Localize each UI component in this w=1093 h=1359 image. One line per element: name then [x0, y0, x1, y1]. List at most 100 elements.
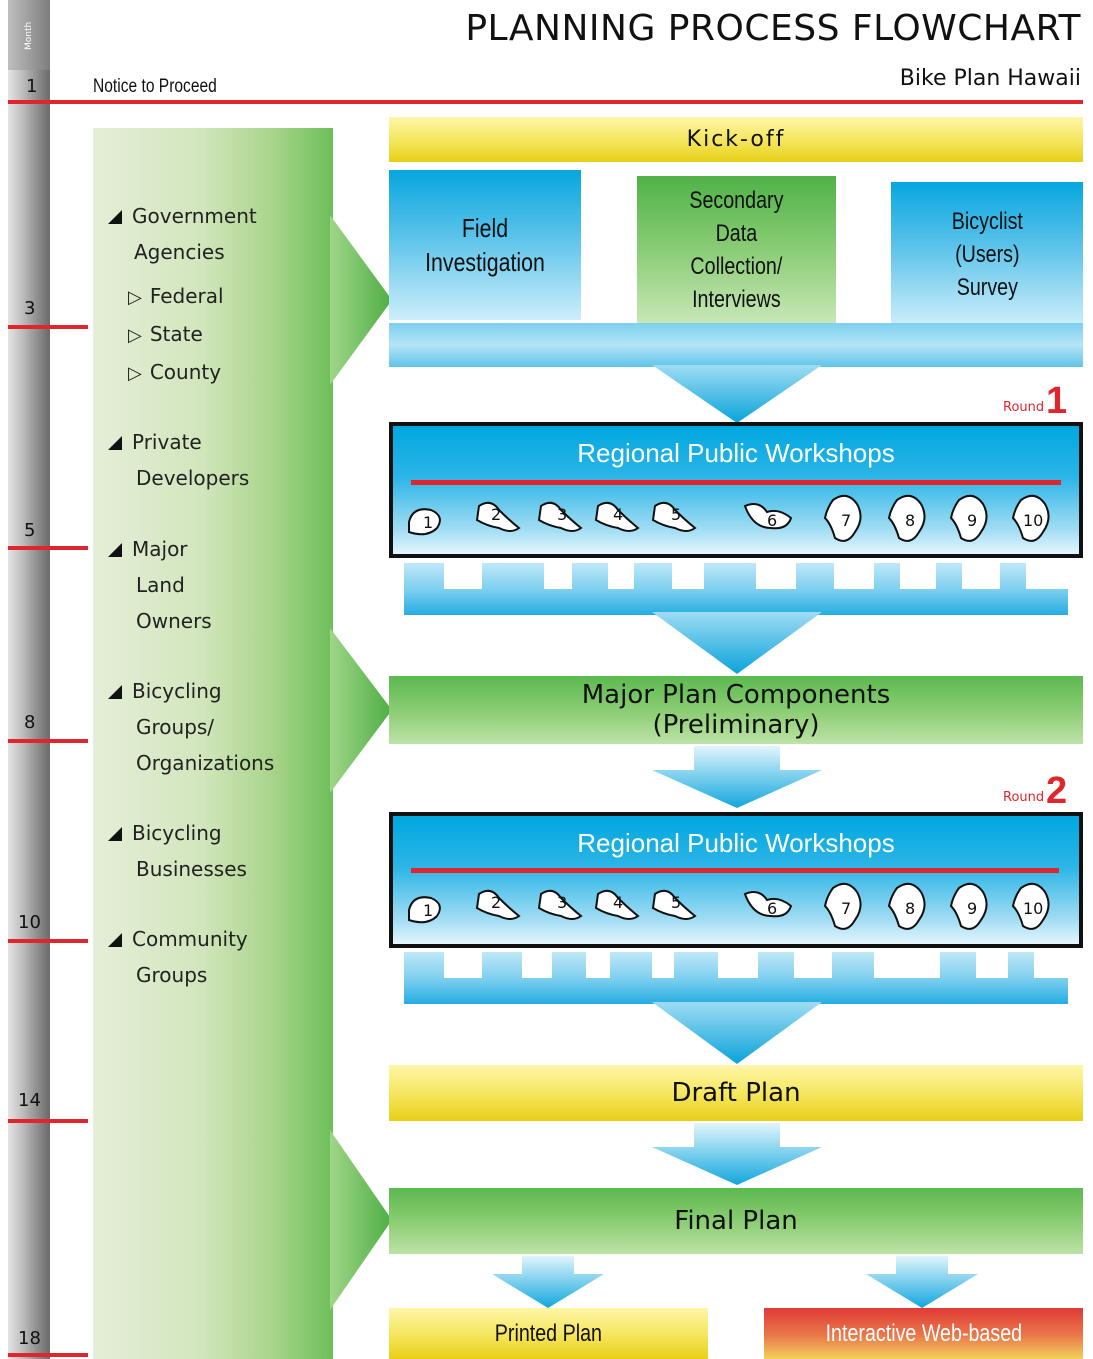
blue-arrow-5	[652, 1123, 822, 1185]
island-5: 5	[671, 893, 681, 912]
island-6: 6	[767, 511, 777, 530]
secondary-line-3: Collection/	[690, 252, 783, 280]
owners-label: Owners	[136, 609, 212, 633]
blue-arrow-1	[652, 365, 822, 423]
stakeholder-land-owners: Major Land Owners	[108, 531, 212, 639]
bicycling-label: Bicycling	[132, 679, 222, 703]
triangle-bullet-icon	[108, 436, 122, 450]
green-arrow-1	[330, 215, 392, 385]
draft-plan-box: Draft Plan	[389, 1065, 1083, 1121]
businesses-label: Businesses	[136, 857, 247, 881]
merge-comb-1	[404, 563, 1068, 615]
major-line-2: (Preliminary)	[652, 710, 820, 740]
month-label: Month	[24, 21, 34, 50]
island-8: 8	[905, 511, 915, 530]
agencies-label: Agencies	[134, 240, 225, 264]
workshop-box-round-2: Regional Public Workshops 1 2 3 4 5 6 7 …	[389, 812, 1083, 948]
month-line-5	[8, 546, 88, 550]
month-line-14	[8, 1119, 88, 1123]
green-arrow-2	[330, 628, 392, 793]
private-label: Private	[132, 430, 202, 454]
workshop-title: Regional Public Workshops	[577, 828, 895, 858]
survey-line-3: Survey	[956, 273, 1018, 301]
island-2: 2	[491, 505, 501, 524]
printed-plan-box: Printed Plan	[389, 1308, 708, 1359]
month-line-10	[8, 939, 88, 943]
workshop-red-line	[411, 480, 1061, 485]
blue-arrow-web	[866, 1256, 978, 1308]
month-5: 5	[24, 520, 36, 541]
island-7: 7	[841, 899, 851, 918]
developers-label: Developers	[136, 466, 250, 490]
bicycling-label: Bicycling	[132, 821, 222, 845]
page-subtitle: Bike Plan Hawaii	[899, 66, 1081, 91]
island-9: 9	[967, 511, 977, 530]
island-4: 4	[613, 505, 623, 524]
island-10: 10	[1023, 511, 1043, 530]
month-line-18	[8, 1353, 88, 1357]
island-3: 3	[557, 893, 567, 912]
page-title: PLANNING PROCESS FLOWCHART	[465, 8, 1081, 49]
notice-to-proceed-label: Notice to Proceed	[93, 76, 217, 97]
community-groups-label: Groups	[136, 963, 208, 987]
island-7: 7	[841, 511, 851, 530]
blue-arrow-4	[652, 1002, 822, 1064]
stakeholder-bicycling-businesses: Bicycling Businesses	[108, 815, 247, 887]
island-6: 6	[767, 899, 777, 918]
kickoff-box: Kick-off	[389, 117, 1083, 162]
secondary-data-box: Secondary Data Collection/ Interviews	[637, 176, 836, 323]
month-line-8	[8, 739, 88, 743]
island-row: 1 2 3 4 5 6 7 8 9 10	[393, 492, 1079, 554]
blue-arrow-2	[652, 612, 822, 674]
round-2-number: 2	[1046, 770, 1068, 812]
triangle-bullet-icon	[108, 543, 122, 557]
blue-arrow-3	[652, 746, 822, 808]
island-1: 1	[423, 513, 433, 532]
merge-band-1	[389, 323, 1083, 367]
month-1: 1	[26, 76, 38, 97]
island-9: 9	[967, 899, 977, 918]
secondary-line-4: Interviews	[692, 285, 781, 313]
island-5: 5	[671, 505, 681, 524]
major-line-1: Major Plan Components	[581, 680, 891, 710]
government-label: Government	[132, 204, 257, 228]
island-8: 8	[905, 899, 915, 918]
outline-triangle-icon: ▷	[128, 325, 142, 346]
month-3: 3	[24, 298, 36, 319]
major-label: Major	[132, 537, 188, 561]
triangle-bullet-icon	[108, 827, 122, 841]
final-plan-box: Final Plan	[389, 1188, 1083, 1254]
month-18: 18	[18, 1328, 41, 1349]
month-timeline-bar	[8, 0, 50, 1359]
month-header-cell	[8, 0, 50, 70]
survey-line-2: (Users)	[954, 240, 1020, 268]
stakeholder-community: Community Groups	[108, 921, 248, 993]
organizations-label: Organizations	[136, 751, 275, 775]
stakeholder-government: Government Agencies ▷Federal ▷State ▷Cou…	[108, 198, 257, 392]
merge-comb-2	[404, 952, 1068, 1004]
island-2: 2	[491, 893, 501, 912]
workshop-title: Regional Public Workshops	[577, 438, 895, 468]
island-1: 1	[423, 901, 433, 920]
triangle-bullet-icon	[108, 685, 122, 699]
island-4: 4	[613, 893, 623, 912]
notice-line	[8, 100, 1083, 104]
island-row: 1 2 3 4 5 6 7 8 9 10	[393, 880, 1079, 942]
federal-label: Federal	[149, 284, 224, 308]
land-label: Land	[136, 573, 185, 597]
stakeholder-bicycling-groups: Bicycling Groups/ Organizations	[108, 673, 274, 781]
workshop-red-line	[411, 868, 1059, 873]
island-3: 3	[557, 505, 567, 524]
island-markers: 1 2 3 4 5 6 7 8 9 10	[408, 494, 1050, 542]
groups-label: Groups/	[136, 715, 215, 739]
community-label: Community	[132, 927, 248, 951]
island-10: 10	[1023, 899, 1043, 918]
month-line-3	[8, 325, 88, 329]
outline-triangle-icon: ▷	[128, 287, 142, 308]
survey-line-1: Bicyclist	[951, 207, 1023, 235]
county-label: County	[149, 360, 222, 384]
green-arrow-3	[330, 1130, 392, 1310]
round-1-label: Round	[1003, 400, 1045, 415]
secondary-line-1: Secondary	[689, 186, 784, 214]
outline-triangle-icon: ▷	[128, 363, 142, 384]
